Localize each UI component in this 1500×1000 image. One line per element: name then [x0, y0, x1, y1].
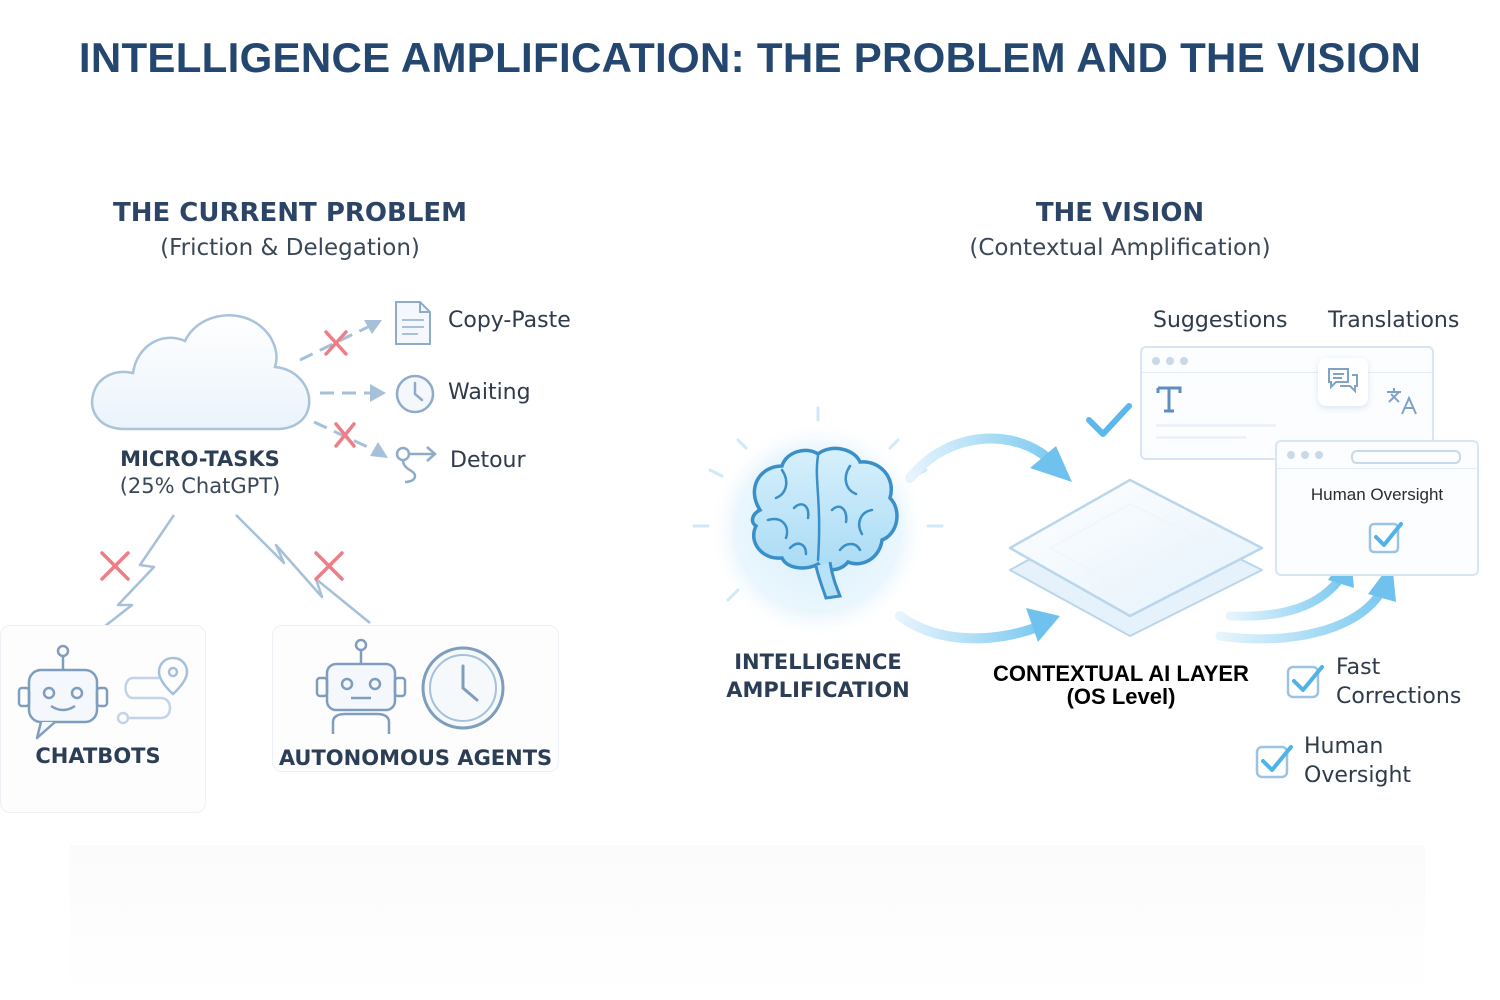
oversight-window: Human Oversight — [1275, 440, 1479, 576]
check-oversight-label: Oversight — [1304, 763, 1412, 788]
vision-title: THE VISION — [1035, 198, 1205, 228]
page-title: INTELLIGENCE AMPLIFICATION: THE PROBLEM … — [78, 34, 1422, 81]
chatbots-label: CHATBOTS — [35, 744, 161, 768]
ai-layer-icon — [1008, 478, 1264, 637]
detour-icon — [395, 446, 437, 484]
chat-icon — [1328, 368, 1358, 394]
chatbot-icon — [17, 644, 189, 740]
friction-label: Detour — [450, 448, 526, 473]
checkbox-icon — [1255, 745, 1293, 779]
window-dots-icon — [1152, 357, 1188, 365]
brain-label-1: INTELLIGENCE — [734, 650, 902, 674]
checkbox-icon — [1368, 522, 1403, 554]
window-dots-icon — [1287, 451, 1323, 459]
problem-subtitle: (Friction & Delegation) — [160, 235, 420, 261]
vision-subtitle: (Contextual Amplification) — [969, 235, 1271, 261]
document-icon — [395, 301, 431, 345]
checkbox-icon — [1286, 665, 1324, 699]
text-format-icon — [1156, 386, 1182, 413]
friction-label: Copy-Paste — [448, 308, 571, 333]
broken-connections — [99, 514, 371, 631]
check-human-label: Human — [1304, 734, 1384, 759]
clock-icon — [395, 374, 435, 414]
friction-label: Waiting — [448, 380, 531, 405]
cloud-icon — [90, 314, 311, 431]
friction-arrows — [299, 320, 388, 458]
micro-tasks-sub: (25% ChatGPT) — [119, 474, 281, 498]
window-address-bar — [1351, 450, 1461, 464]
check-corrections-label: Corrections — [1336, 684, 1462, 709]
window-oversight-label: Human Oversight — [1310, 485, 1444, 504]
micro-tasks-label: MICRO-TASKS — [120, 447, 280, 471]
check-icon — [1086, 403, 1132, 437]
agents-card: AUTONOMOUS AGENTS — [272, 625, 559, 772]
ai-layer-subtitle: (OS Level) — [1066, 684, 1176, 709]
chatbots-card: CHATBOTS — [0, 625, 206, 813]
robot-agent-icon — [315, 638, 505, 734]
suggestions-label: Suggestions — [1153, 308, 1288, 333]
problem-title: THE CURRENT PROBLEM — [112, 198, 468, 228]
brain-label-2: AMPLIFICATION — [726, 678, 910, 702]
agents-label: AUTONOMOUS AGENTS — [278, 746, 553, 770]
translate-icon — [1387, 388, 1417, 415]
brain-icon — [692, 406, 944, 640]
bottom-panel — [70, 845, 1425, 995]
translations-label: Translations — [1328, 308, 1460, 333]
check-fast-label: Fast — [1336, 655, 1381, 680]
ai-layer-title: CONTEXTUAL AI LAYER — [993, 661, 1249, 686]
chat-bubble-card — [1318, 358, 1368, 406]
